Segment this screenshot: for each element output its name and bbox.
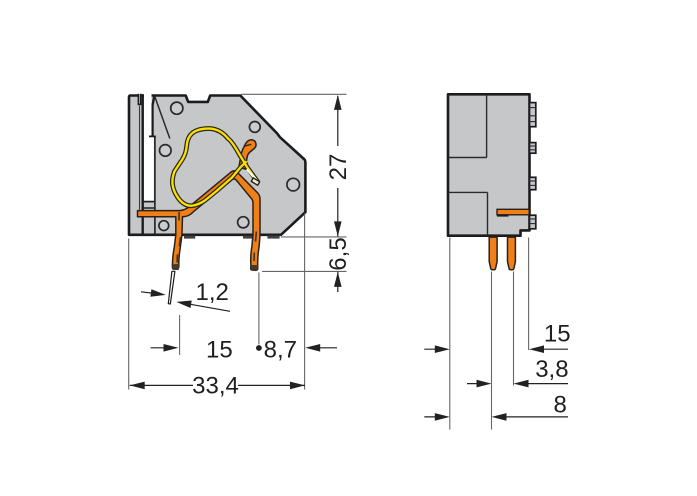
svg-text:33,4: 33,4: [192, 373, 239, 400]
svg-text:27: 27: [325, 154, 352, 181]
svg-text:3,8: 3,8: [535, 356, 568, 383]
svg-text:8: 8: [554, 392, 567, 419]
svg-text:8,7: 8,7: [264, 336, 297, 363]
svg-text:6,5: 6,5: [325, 237, 352, 270]
svg-text:15: 15: [544, 321, 571, 348]
svg-text:1,2: 1,2: [196, 279, 229, 306]
svg-text:15: 15: [206, 337, 233, 364]
